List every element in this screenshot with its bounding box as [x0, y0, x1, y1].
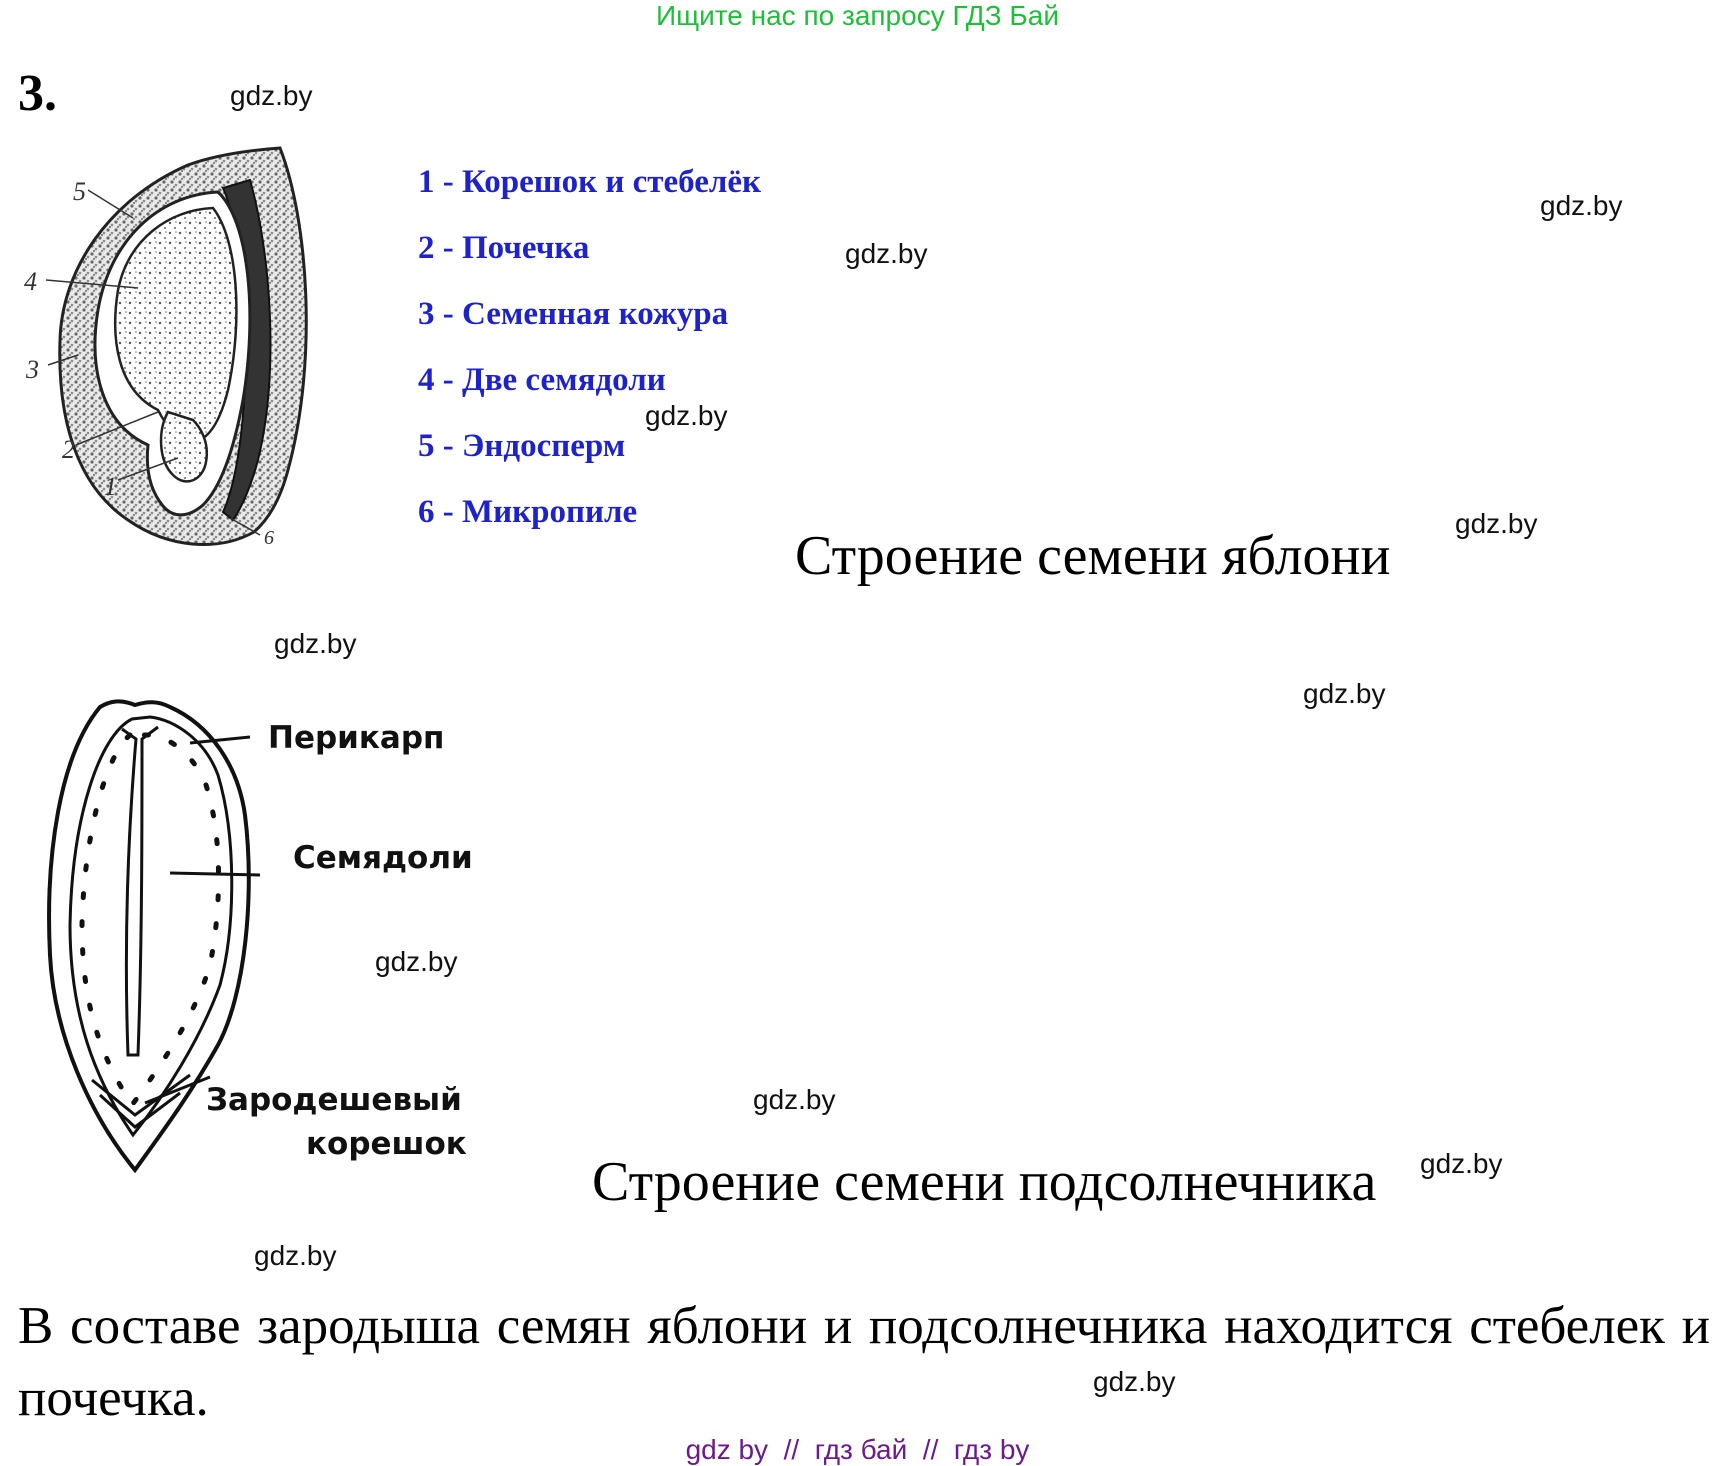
watermark: gdz.by — [753, 1084, 836, 1115]
seed-outline — [68, 715, 234, 1138]
legend-item: 2 - Почечка — [418, 230, 590, 266]
sunflower-seed-diagram — [47, 699, 261, 1174]
cotyledon-divider — [121, 725, 159, 1057]
legend-item: 1 - Корешок и стебелёк — [418, 164, 762, 200]
radicle-shape — [159, 410, 209, 483]
apple-label-1: 1 — [104, 472, 117, 501]
watermark: gdz.by — [1093, 1366, 1176, 1397]
footer-links: gdz by // гдз бай // гдз by — [685, 1434, 1030, 1465]
cotyledon-dots — [79, 732, 222, 1110]
watermark: gdz.by — [645, 400, 728, 431]
legend-item: 5 - Эндосперм — [418, 428, 626, 464]
apple-legend: 1 - Корешок и стебелёк 2 - Почечка 3 - С… — [418, 160, 761, 556]
apple-label-5: 5 — [73, 177, 86, 206]
watermark: gdz.by — [1540, 190, 1623, 221]
top-banner: Ищите нас по запросу ГДЗ Бай — [655, 0, 1060, 31]
apple-label-2: 2 — [62, 435, 75, 464]
legend-item: 6 - Микропиле — [418, 494, 638, 530]
apple-label-6: 6 — [264, 527, 274, 549]
apple-label-4: 4 — [24, 267, 37, 296]
apple-seed-diagram: 5 4 3 2 1 6 — [24, 146, 308, 549]
sunflower-caption: Строение семени подсолнечника — [592, 1151, 1377, 1213]
sunflower-label-radicle: корешок — [306, 1126, 467, 1162]
legend-item: 3 - Семенная кожура — [418, 296, 729, 332]
sunflower-label-radicle: Зародешевый — [206, 1082, 462, 1118]
watermark: gdz.by — [1303, 678, 1386, 709]
legend-item: 4 - Две семядоли — [418, 362, 666, 398]
pericarp-outline — [47, 699, 251, 1174]
apple-caption: Строение семени яблони — [795, 525, 1391, 587]
answer-text: В составе зародыша семян яблони и подсол… — [18, 1297, 1710, 1427]
sunflower-label-cotyledons: Семядоли — [293, 840, 473, 876]
apple-label-3: 3 — [25, 355, 39, 384]
watermark: gdz.by — [1420, 1148, 1503, 1179]
task-number: 3. — [18, 65, 57, 122]
watermark: gdz.by — [1455, 508, 1538, 539]
sunflower-label-pericarp: Перикарп — [268, 720, 445, 756]
watermark: gdz.by — [230, 80, 313, 111]
watermark: gdz.by — [274, 628, 357, 659]
watermark: gdz.by — [375, 946, 458, 977]
watermark: gdz.by — [254, 1240, 337, 1271]
watermark: gdz.by — [845, 238, 928, 269]
